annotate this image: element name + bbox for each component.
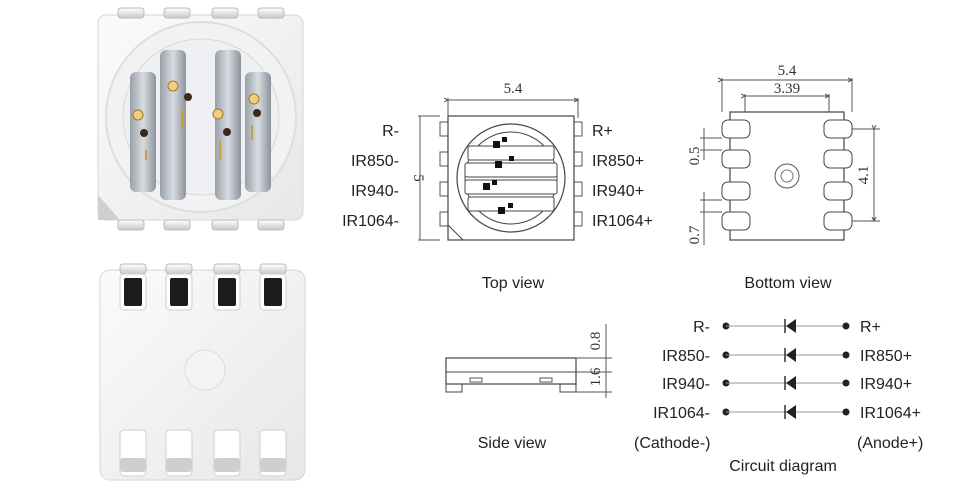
circuit-row-1 bbox=[722, 319, 850, 333]
side-view-total-dim: 1.6 bbox=[588, 367, 604, 386]
circuit-right-label-3: IR940+ bbox=[860, 376, 912, 393]
top-view-right-pin-2: IR850+ bbox=[592, 153, 644, 170]
circuit-right-label-2: IR850+ bbox=[860, 348, 912, 365]
circuit-row-4 bbox=[722, 405, 850, 419]
top-view-drawing: 5.4 5 R- IR850- IR940- bbox=[342, 81, 653, 292]
circuit-diagram: R- IR850- IR940- IR1064- R+ IR850+ IR940… bbox=[634, 319, 923, 475]
top-view-right-pin-3: IR940+ bbox=[592, 183, 644, 200]
bottom-view-caption: Bottom view bbox=[744, 275, 832, 292]
bottom-view-drawing: 5.4 3.39 0.5 0.7 4.1 Bottom view bbox=[687, 63, 880, 292]
circuit-left-label-1: R- bbox=[693, 319, 710, 336]
top-view-height-dim: 5 bbox=[410, 174, 426, 182]
side-view-top-dim: 0.8 bbox=[588, 332, 604, 351]
bottom-view-outer-width-dim: 5.4 bbox=[778, 63, 797, 79]
circuit-row-3 bbox=[722, 376, 850, 390]
top-view-right-pin-1: R+ bbox=[592, 123, 613, 140]
side-view-caption: Side view bbox=[478, 435, 547, 452]
led-photo-bottom bbox=[99, 263, 306, 481]
bottom-view-inner-width-dim: 3.39 bbox=[774, 81, 800, 97]
circuit-anode-label: (Anode+) bbox=[857, 435, 923, 452]
circuit-right-label-1: R+ bbox=[860, 319, 881, 336]
circuit-left-label-2: IR850- bbox=[662, 348, 710, 365]
bottom-view-pad-height-dim: 0.5 bbox=[687, 147, 703, 166]
bottom-view-height-dim: 4.1 bbox=[856, 166, 872, 185]
top-view-caption: Top view bbox=[482, 275, 545, 292]
circuit-row-2 bbox=[722, 348, 850, 362]
circuit-right-label-4: IR1064+ bbox=[860, 405, 921, 422]
circuit-cathode-label: (Cathode-) bbox=[634, 435, 710, 452]
circuit-caption: Circuit diagram bbox=[729, 458, 837, 475]
top-view-left-pin-4: IR1064- bbox=[342, 213, 399, 230]
top-view-right-pin-4: IR1064+ bbox=[592, 213, 653, 230]
top-view-left-pin-3: IR940- bbox=[351, 183, 399, 200]
led-photo-top bbox=[97, 7, 304, 231]
bottom-view-pitch-dim: 0.7 bbox=[687, 225, 703, 244]
circuit-left-label-3: IR940- bbox=[662, 376, 710, 393]
top-view-left-pin-2: IR850- bbox=[351, 153, 399, 170]
top-view-width-dim: 5.4 bbox=[504, 81, 523, 97]
circuit-left-label-4: IR1064- bbox=[653, 405, 710, 422]
top-view-left-pin-1: R- bbox=[382, 123, 399, 140]
side-view-drawing: 0.8 1.6 Side view bbox=[445, 324, 612, 452]
